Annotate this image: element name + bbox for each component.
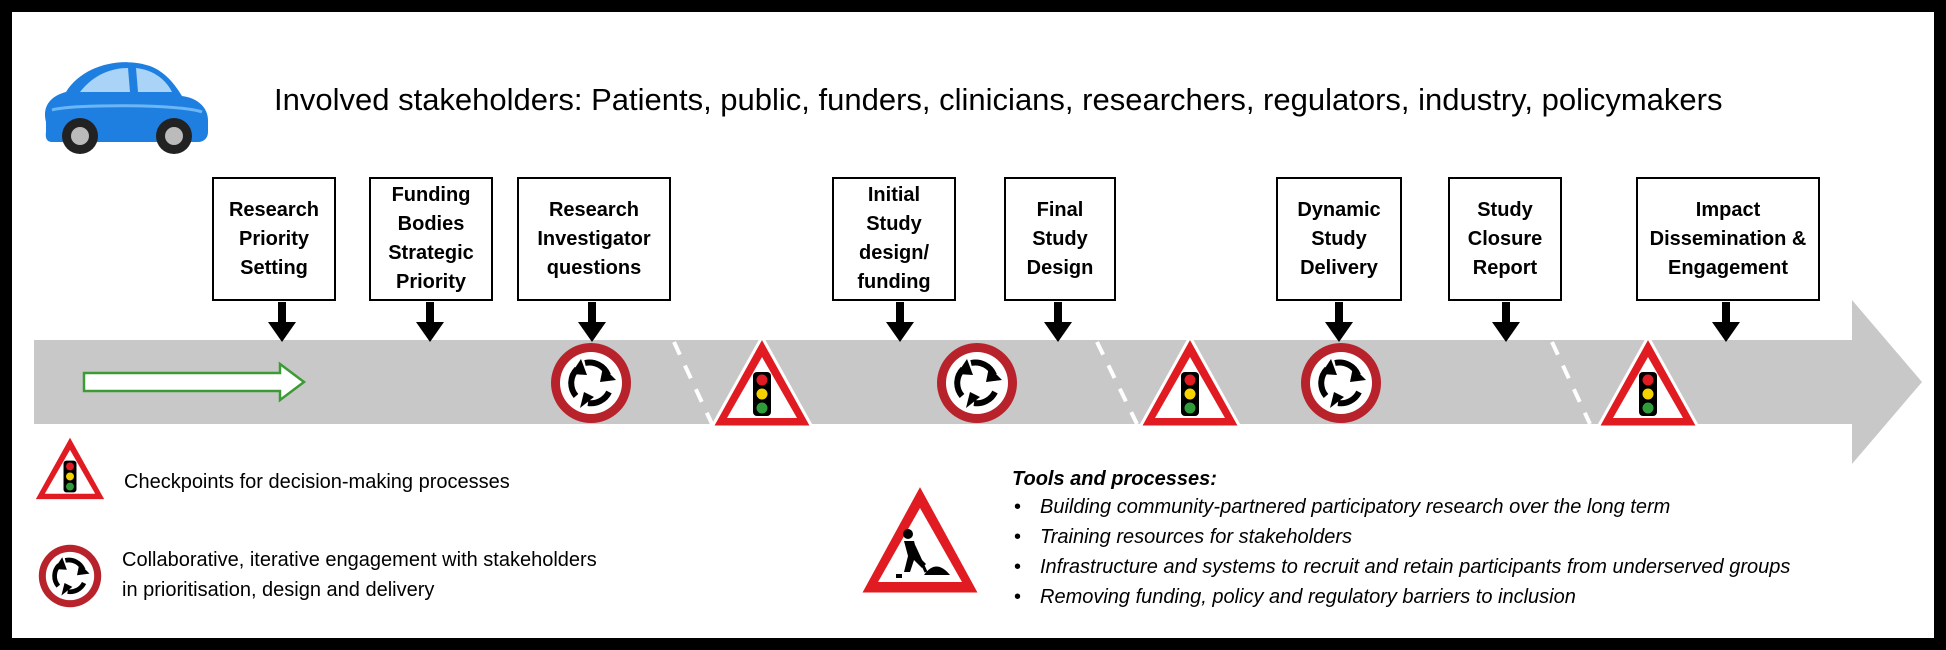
stage-box-study-closure-report: Study Closure Report: [1448, 177, 1562, 301]
stage-box-research-priority-setting: Research Priority Setting: [212, 177, 336, 301]
traffic-light-warning-sign-icon: [32, 434, 108, 502]
roadworks-sign-icon: [858, 482, 982, 596]
roundabout-sign-icon: [39, 545, 101, 607]
legend-engagement-label-line1: Collaborative, iterative engagement with…: [122, 549, 597, 571]
legend-checkpoint-label: Checkpoints for decision-making processe…: [124, 471, 510, 493]
stage-box-impact-dissemination-engagement: Impact Dissemination & Engagement: [1636, 177, 1820, 301]
stage-box-research-investigator-questions: Research Investigator questions: [517, 177, 671, 301]
stage-box-dynamic-study-delivery: Dynamic Study Delivery: [1276, 177, 1402, 301]
diagram-graphics: [32, 62, 1922, 638]
stage-box-funding-bodies-strategic-priority: Funding Bodies Strategic Priority: [369, 177, 493, 301]
tools-list-item: Training resources for stakeholders: [1012, 522, 1790, 552]
tools-list-item: Infrastructure and systems to recruit an…: [1012, 552, 1790, 582]
car-icon: [44, 62, 208, 154]
roundabout-sign-icon: [1301, 343, 1381, 423]
stage-box-initial-study-design-funding: Initial Study design/ funding: [832, 177, 956, 301]
tools-heading: Tools and processes:: [1012, 468, 1217, 490]
tools-list: Building community-partnered participato…: [1012, 492, 1790, 612]
tools-list-item: Building community-partnered participato…: [1012, 492, 1790, 522]
stage-box-final-study-design: Final Study Design: [1004, 177, 1116, 301]
stakeholders-title: Involved stakeholders: Patients, public,…: [274, 82, 1723, 117]
tools-list-item: Removing funding, policy and regulatory …: [1012, 582, 1790, 612]
diagram-canvas: Involved stakeholders: Patients, public,…: [12, 12, 1934, 638]
progress-arrow: [82, 361, 307, 403]
roundabout-sign-icon: [937, 343, 1017, 423]
legend-engagement-label-line2: in prioritisation, design and delivery: [122, 579, 435, 601]
roundabout-sign-icon: [551, 343, 631, 423]
